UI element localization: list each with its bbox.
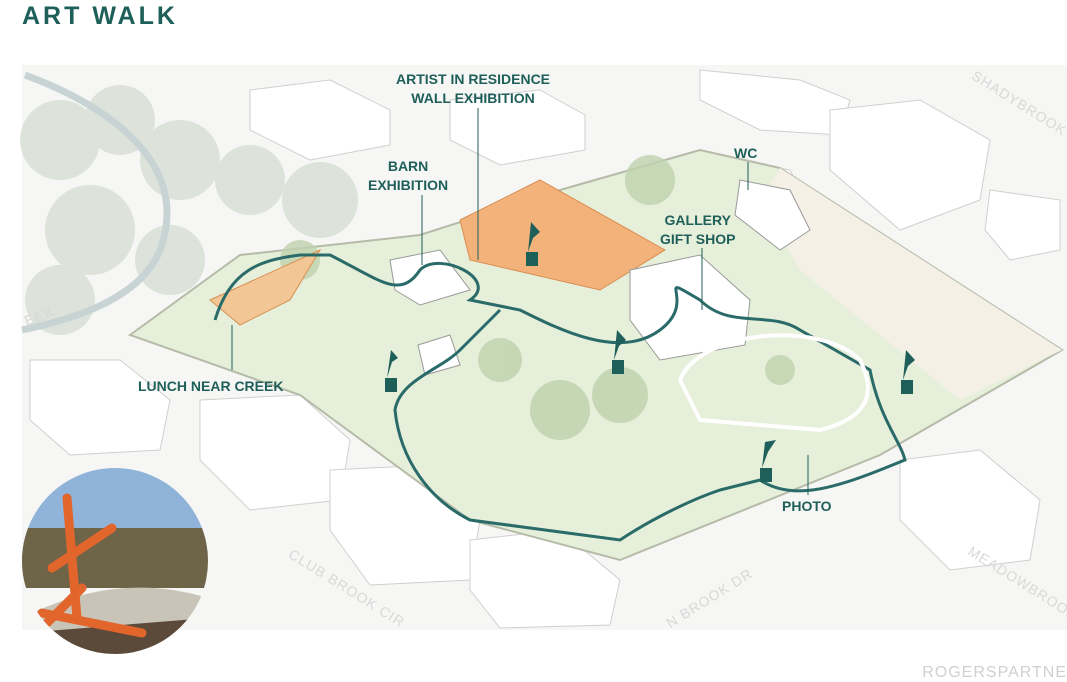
loop-drive xyxy=(677,333,870,433)
leader-lines xyxy=(231,108,809,495)
art-walk-path xyxy=(213,253,907,542)
label-gallery-gift-shop: GALLERY GIFT SHOP xyxy=(660,211,735,249)
label-lunch-near-creek: LUNCH NEAR CREEK xyxy=(138,378,284,394)
sculpture-photo xyxy=(22,468,208,654)
site-trees xyxy=(280,155,795,440)
label-barn-exhibition: BARN EXHIBITION xyxy=(368,157,448,195)
label-wc: WC xyxy=(734,145,758,161)
watermark: ROGERSPARTNE xyxy=(922,664,1067,681)
gallery-building xyxy=(629,254,751,361)
sculpture-icon xyxy=(760,440,776,482)
label-artist-residence: ARTIST IN RESIDENCE WALL EXHIBITION xyxy=(396,70,550,108)
sculpture-icon xyxy=(901,350,915,394)
label-line: WALL EXHIBITION xyxy=(411,90,535,106)
label-line: GIFT SHOP xyxy=(660,231,736,247)
sculpture-icon xyxy=(526,222,540,266)
wc-building xyxy=(734,179,811,251)
neighbor-buildings xyxy=(29,69,1061,629)
creek xyxy=(21,71,171,334)
label-photo: PHOTO xyxy=(782,498,832,514)
label-line: ARTIST IN RESIDENCE xyxy=(396,71,551,87)
label-line: BARN xyxy=(387,158,429,174)
sculpture-icon xyxy=(612,330,626,374)
label-line: EXHIBITION xyxy=(368,177,449,193)
label-line: GALLERY xyxy=(664,212,731,228)
page-title: ART WALK xyxy=(22,2,178,30)
lawn-area xyxy=(760,168,1062,400)
sculpture-icons xyxy=(385,222,915,482)
shed-building xyxy=(417,334,461,376)
sculpture-icon xyxy=(385,350,398,392)
lunch-pavilion xyxy=(209,248,322,326)
